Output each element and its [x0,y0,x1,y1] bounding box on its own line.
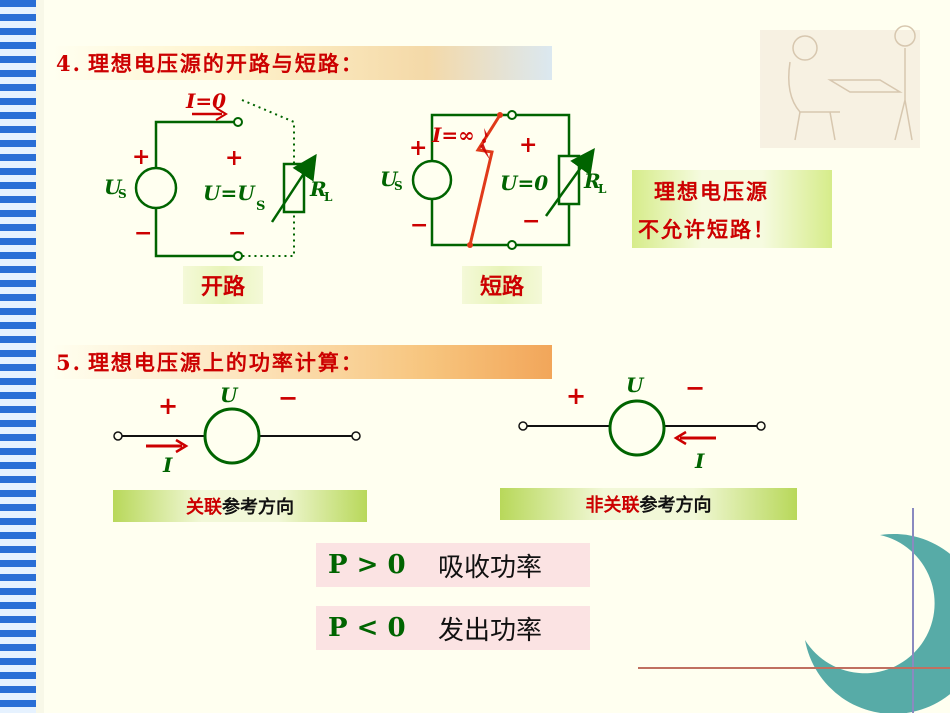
non-associated-caption-black: 参考方向 [639,495,712,516]
assoc-plus: + [158,391,178,420]
open-circuit-caption: 开路 [183,266,263,304]
short-circuit-diagram: I=∞ + − U S + − U=0 R L [380,110,607,250]
associated-caption-black: 参考方向 [222,497,294,518]
section5-title-text: 理想电压源上的功率计算： [87,351,364,375]
source-symbol [203,407,261,465]
source-minus: − [134,220,152,246]
power-emit-text: 发出功率 [438,615,543,646]
power-absorb-box: P > 0 吸收功率 [316,543,590,587]
section5-title: 5. 理想电压源上的功率计算： [52,345,552,379]
short-circuit-warning: 理想电压源 不允许短路！ [632,170,832,248]
crescent-decoration [638,508,950,713]
assoc-minus: − [278,383,298,412]
source-symbol [608,399,666,457]
section4-number: 4. [56,50,82,76]
source-sub: S [118,187,127,201]
source-plus: + [132,144,150,170]
assoc-u-label: U [220,383,239,407]
open-current-label: I=0 [185,89,226,113]
short-current-label: I=∞ [431,123,475,147]
source-label: U [104,175,123,199]
terminal-bottom [507,240,517,250]
load-resistor [557,154,581,206]
people-illustration [760,25,920,148]
non-associated-caption-red: 非关联 [585,495,640,516]
nonassoc-u-label: U [626,373,645,397]
power-emit-box: P < 0 发出功率 [316,606,590,650]
current-arrow [673,430,687,446]
non-associated-caption: 非关联参考方向 [500,488,797,520]
load-sub: L [598,182,607,196]
terminal-top [507,110,517,120]
output-minus: − [228,220,246,246]
output-plus: + [225,145,243,171]
short-voltage-label: U=0 [500,171,548,195]
section4-title-text: 理想电压源的开路与短路： [87,52,364,76]
left-stripe-decoration [0,0,44,713]
associated-caption-red: 关联 [186,497,222,518]
output-minus: − [522,208,540,234]
warning-line2: 不允许短路！ [638,218,776,242]
current-arrow [175,438,189,454]
source-minus: − [410,212,428,238]
voltage-source-symbol [411,159,453,201]
open-voltage-label: U=U [203,181,256,205]
power-emit-expr: P < 0 [328,613,406,643]
associated-caption: 关联参考方向 [113,490,367,522]
power-absorb-expr: P > 0 [328,550,406,580]
section4-title: 4. 理想电压源的开路与短路： [52,46,552,80]
power-absorb-text: 吸收功率 [438,552,543,583]
load-label: R [309,177,327,201]
terminal-top [233,117,243,127]
open-voltage-sub: S [256,199,265,214]
nonassoc-i-label: I [694,449,705,473]
source-label: U [380,167,399,191]
terminal-bottom [233,251,243,261]
nonassoc-minus: − [685,373,705,402]
nonassoc-plus: + [566,381,586,410]
short-circuit-caption: 短路 [462,266,542,304]
non-associated-direction-diagram: + − U I [518,373,766,473]
warning-line1: 理想电压源 [654,180,769,204]
associated-direction-diagram: + − U I [113,383,361,477]
output-plus: + [519,132,537,158]
load-sub: L [324,190,333,204]
load-label: R [583,169,601,193]
source-plus: + [409,135,427,161]
open-circuit-diagram: I=0 + − U S + − U=U S R L [104,89,333,261]
voltage-source-symbol [134,166,178,210]
source-sub: S [394,179,403,193]
section5-number: 5. [56,349,82,375]
assoc-i-label: I [162,453,173,477]
